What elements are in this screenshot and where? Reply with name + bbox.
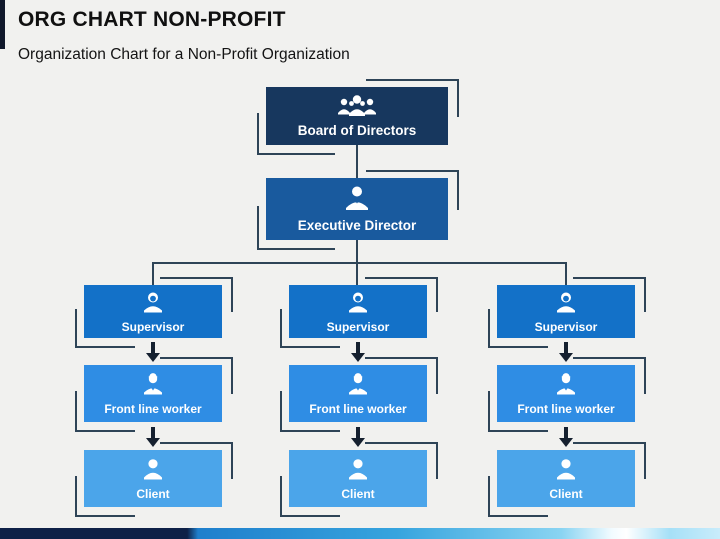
- offset-frame: [75, 391, 135, 432]
- node-label: Supervisor: [121, 319, 185, 334]
- node-executive-director: Executive Director: [266, 178, 448, 240]
- connector-board-exec: [356, 145, 358, 178]
- offset-frame: [257, 113, 335, 155]
- connector-drop-middle: [356, 262, 358, 285]
- offset-frame: [160, 442, 233, 479]
- person-worker-icon: [141, 372, 165, 400]
- node-label: Client: [136, 487, 170, 501]
- offset-frame: [280, 309, 340, 348]
- person-worker-icon: [346, 372, 370, 400]
- person-bust-icon: [141, 457, 165, 485]
- connector-drop-left: [152, 262, 154, 285]
- people-group-icon: [335, 94, 379, 121]
- node-client-3: Client: [497, 450, 635, 507]
- offset-frame: [160, 277, 233, 312]
- down-arrow-icon: [559, 427, 573, 447]
- person-bust-icon: [346, 457, 370, 485]
- person-bust-icon: [554, 457, 578, 485]
- node-supervisor-2: Supervisor: [289, 285, 427, 338]
- node-client-1: Client: [84, 450, 222, 507]
- node-label: Supervisor: [326, 319, 390, 334]
- offset-frame: [488, 309, 548, 348]
- offset-frame: [573, 277, 646, 312]
- node-label: Front line worker: [104, 402, 202, 416]
- node-frontline-worker-3: Front line worker: [497, 365, 635, 422]
- node-label: Front line worker: [309, 402, 407, 416]
- down-arrow-icon: [559, 342, 573, 362]
- offset-frame: [365, 442, 438, 479]
- offset-frame: [365, 357, 438, 394]
- offset-frame: [75, 309, 135, 348]
- node-label: Board of Directors: [297, 123, 417, 139]
- node-board-of-directors: Board of Directors: [266, 87, 448, 145]
- offset-frame: [257, 206, 335, 250]
- down-arrow-icon: [146, 427, 160, 447]
- offset-frame: [366, 79, 459, 117]
- node-label: Client: [549, 487, 583, 501]
- bottom-accent-bar: [0, 528, 720, 539]
- down-arrow-icon: [146, 342, 160, 362]
- person-worker-icon: [554, 372, 578, 400]
- node-label: Client: [341, 487, 375, 501]
- offset-frame: [573, 357, 646, 394]
- node-label: Executive Director: [297, 218, 417, 234]
- connector-horizontal: [152, 262, 567, 264]
- offset-frame: [75, 476, 135, 517]
- connector-drop-right: [565, 262, 567, 285]
- down-arrow-icon: [351, 427, 365, 447]
- person-tie-icon: [343, 185, 371, 216]
- down-arrow-icon: [351, 342, 365, 362]
- page-title: ORG CHART NON-PROFIT: [18, 8, 286, 31]
- offset-frame: [366, 170, 459, 210]
- node-frontline-worker-1: Front line worker: [84, 365, 222, 422]
- offset-frame: [488, 476, 548, 517]
- node-label: Front line worker: [517, 402, 615, 416]
- offset-frame: [488, 391, 548, 432]
- offset-frame: [365, 277, 438, 312]
- offset-frame: [280, 476, 340, 517]
- node-frontline-worker-2: Front line worker: [289, 365, 427, 422]
- node-client-2: Client: [289, 450, 427, 507]
- node-label: Supervisor: [534, 319, 598, 334]
- offset-frame: [280, 391, 340, 432]
- node-supervisor-3: Supervisor: [497, 285, 635, 338]
- offset-frame: [573, 442, 646, 479]
- left-accent-bar: [0, 0, 5, 49]
- offset-frame: [160, 357, 233, 394]
- person-female-icon: [141, 291, 165, 318]
- connector-exec-down: [356, 240, 358, 262]
- person-female-icon: [346, 291, 370, 318]
- page-subtitle: Organization Chart for a Non-Profit Orga…: [18, 46, 350, 63]
- person-female-icon: [554, 291, 578, 318]
- node-supervisor-1: Supervisor: [84, 285, 222, 338]
